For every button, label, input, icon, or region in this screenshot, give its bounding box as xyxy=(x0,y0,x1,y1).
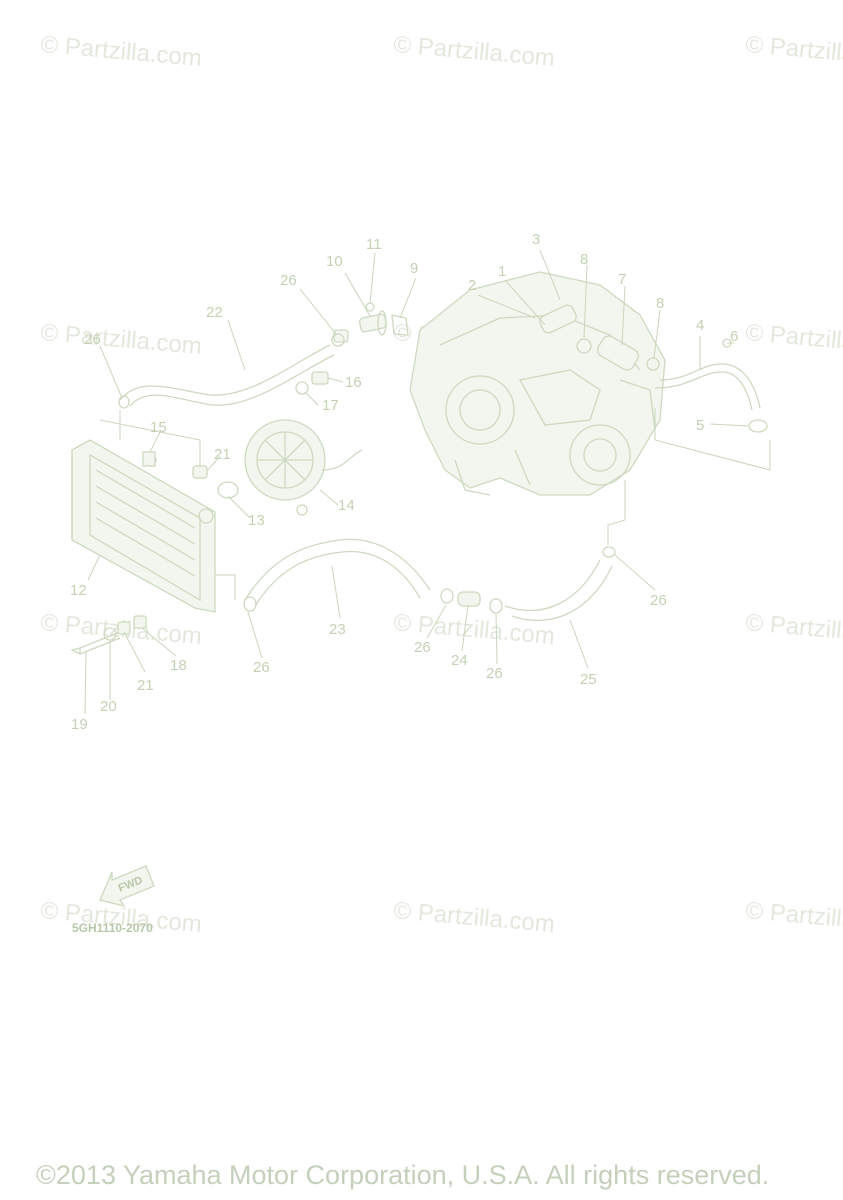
callout-labels: 1 2 3 4 5 6 7 8 8 9 10 11 12 13 14 15 16… xyxy=(70,231,738,733)
watermark: © Partzilla.com xyxy=(744,609,843,650)
callout-21b: 21 xyxy=(214,446,231,463)
callout-26-d: 26 xyxy=(414,639,431,656)
callout-16: 16 xyxy=(345,374,362,391)
callout-25: 25 xyxy=(580,671,597,688)
callout-13: 13 xyxy=(248,512,265,529)
callout-26-b: 26 xyxy=(84,331,101,348)
diagram-code: 5GH1110-2070 xyxy=(72,921,153,935)
callout-5: 5 xyxy=(696,417,704,434)
callout-6: 6 xyxy=(730,328,738,345)
callout-8: 8 xyxy=(580,251,588,268)
callout-18: 18 xyxy=(170,657,187,674)
engine-drawing xyxy=(333,271,771,545)
radiator-drawing xyxy=(70,333,363,656)
leader-lines xyxy=(84,249,749,715)
watermark: © Partzilla.com xyxy=(39,31,202,72)
copyright-notice: ©2013 Yamaha Motor Corporation, U.S.A. A… xyxy=(36,1160,770,1190)
callout-10: 10 xyxy=(326,253,343,270)
callout-11: 11 xyxy=(366,236,382,253)
callout-20: 20 xyxy=(100,698,117,715)
callout-8b: 8 xyxy=(656,295,664,312)
callout-15: 15 xyxy=(150,419,167,436)
callout-1: 1 xyxy=(498,263,506,280)
callout-26-c: 26 xyxy=(253,659,270,676)
watermark: © Partzilla.com xyxy=(744,319,843,360)
callout-22: 22 xyxy=(206,304,223,321)
callout-19: 19 xyxy=(71,716,88,733)
watermark: © Partzilla.com xyxy=(392,31,555,72)
callout-3: 3 xyxy=(532,231,540,248)
lower-hoses-drawing xyxy=(243,538,616,621)
callout-2: 2 xyxy=(468,277,476,294)
callout-24: 24 xyxy=(451,652,468,669)
callout-17: 17 xyxy=(322,397,339,414)
watermark: © Partzilla.com xyxy=(39,319,202,360)
callout-7: 7 xyxy=(618,271,626,288)
callout-14: 14 xyxy=(338,497,355,514)
callout-26-a: 26 xyxy=(280,272,297,289)
watermark: © Partzilla.com xyxy=(744,31,843,72)
fwd-arrow: FWD xyxy=(99,865,155,908)
callout-21: 21 xyxy=(137,677,154,694)
callout-26-f: 26 xyxy=(650,592,667,609)
watermark: © Partzilla.com xyxy=(392,897,555,938)
callout-9: 9 xyxy=(410,260,418,277)
callout-23: 23 xyxy=(329,621,346,638)
watermark: © Partzilla.com xyxy=(744,897,843,938)
callout-4: 4 xyxy=(696,317,704,334)
callout-12: 12 xyxy=(70,582,87,599)
callout-26-e: 26 xyxy=(486,665,503,682)
